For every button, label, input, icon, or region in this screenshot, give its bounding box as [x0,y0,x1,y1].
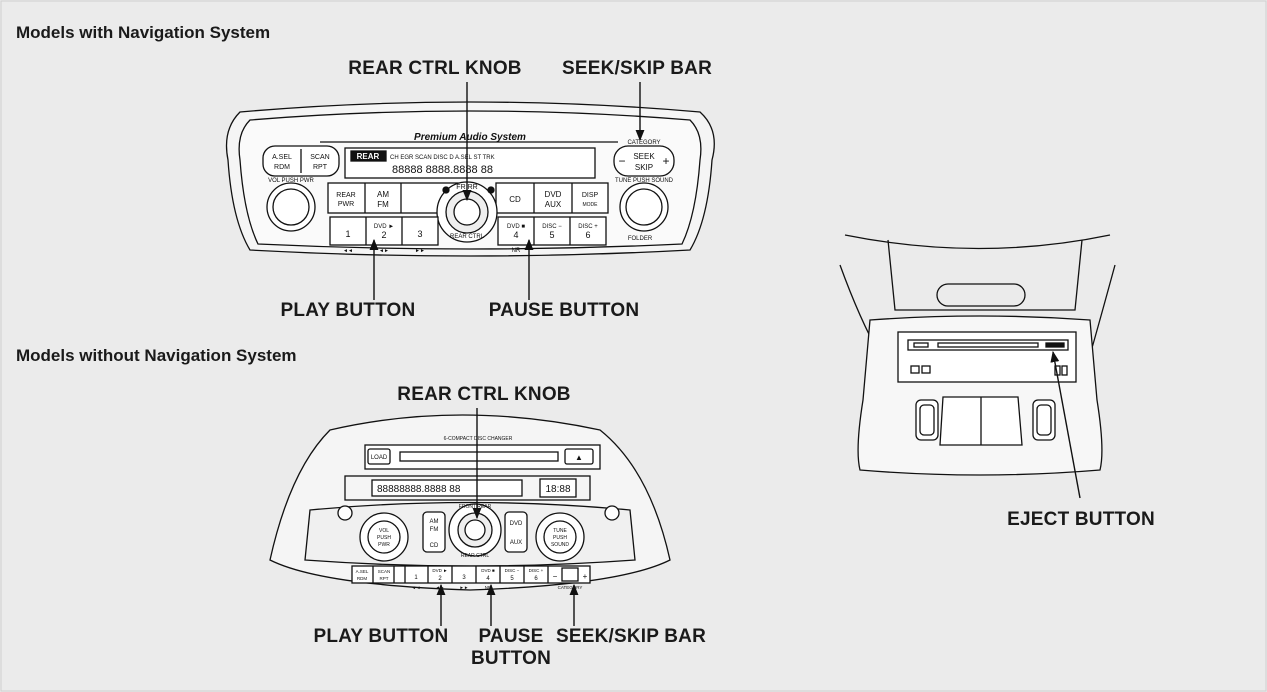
nav-knob-bottom: REAR CTRL [450,234,485,240]
nav-display-rear: REAR [357,152,380,161]
nav-vol-label: VOL PUSH PWR [268,178,314,184]
std-seek-plus: + [583,572,588,581]
nav-cd: CD [509,195,521,204]
callout-std-pause-line1: PAUSE [478,626,544,647]
std-preset-4-top: DVD ■ [481,568,495,573]
nav-folder: FOLDER [628,236,653,242]
nav-seek-line2: SKIP [635,163,653,172]
std-tune: TUNE [553,528,567,534]
std-rdm: RDM [357,576,367,581]
callout-nav-pause-button: PAUSE BUTTON [488,300,640,321]
nav-btn-scan: SCAN [310,154,329,161]
nav-rear-pwr-2: PWR [338,201,354,208]
std-clock: 18:88 [545,484,570,495]
nav-mode: MODE [583,202,599,208]
callout-std-rear-ctrl-knob: REAR CTRL KNOB [397,384,571,405]
std-play-sym: ◄► [436,585,445,590]
std-preset-2-top: DVD ► [432,568,447,573]
nav-preset-2: 2 [381,230,386,240]
nav-preset-5: 5 [549,230,554,240]
nav-dvd: DVD [545,190,562,199]
std-push: PUSH [377,535,391,541]
std-load: LOAD [371,455,388,461]
std-pwr: PWR [378,542,390,548]
nav-display-digits: 88888 8888.8888 88 [392,164,493,176]
std-preset-6: 6 [534,576,538,582]
nav-aux: AUX [545,200,562,209]
std-knob-top: FRONT REAR [459,504,492,510]
callout-nav-rear-ctrl-knob: REAR CTRL KNOB [348,58,522,79]
std-fm: FM [430,527,439,533]
nav-btn-asel: A.SEL [272,154,292,161]
callout-std-pause-line2: BUTTON [470,648,552,669]
std-ff: ►► [460,585,469,590]
nav-play-sym: ◄► [379,248,389,254]
nav-brand: Premium Audio System [414,132,526,143]
callout-eject-button: EJECT BUTTON [1007,509,1155,530]
nav-radio-unit [225,101,715,257]
std-preset-3: 3 [462,575,466,581]
std-vol: VOL [379,528,389,534]
callout-nav-play-button: PLAY BUTTON [280,300,416,321]
std-rpt: RPT [380,576,389,581]
nav-seek-line1: SEEK [633,152,655,161]
std-preset-4: 4 [486,576,490,582]
nav-preset-1: 1 [345,229,350,239]
std-asel: A.SEL [356,569,369,574]
nav-preset-6-top: DISC + [578,224,598,230]
nav-preset-3: 3 [417,229,422,239]
std-banner: 6-COMPACT DISC CHANGER [444,436,513,442]
std-scan: SCAN [378,569,391,574]
eject-arrow [1050,350,1081,499]
nav-disp: DISP [582,192,599,199]
callout-std-play-button: PLAY BUTTON [313,626,449,647]
heading-with-nav: Models with Navigation System [16,23,271,42]
std-category: CATEGORY [558,585,583,590]
heading-without-nav: Models without Navigation System [16,346,297,365]
std-cd: CD [430,543,439,549]
std-knob-bottom: REAR CTRL [461,553,490,559]
callout-std-pause-button: PAUSE BUTTON [471,626,551,670]
std-sound: SOUND [551,542,569,548]
std-dvd: DVD [510,521,523,527]
nav-preset-5-top: DISC − [542,224,562,230]
callout-nav-seek-skip-bar: SEEK/SKIP BAR [561,58,713,79]
nav-tune-label: TUNE PUSH SOUND [615,178,674,184]
std-seek-minus: − [553,572,558,581]
std-eject-sym: ▲ [575,453,583,462]
std-radio-unit [269,414,671,591]
std-preset-2: 2 [438,576,442,582]
nav-preset-4-top: DVD ■ [507,224,525,230]
std-preset-6-top: DISC + [529,568,544,573]
std-preset-5: 5 [510,576,514,582]
nav-preset-4: 4 [513,230,518,240]
nav-seek-plus: + [662,154,669,168]
std-am: AM [430,519,439,525]
nav-rear-pwr-1: REAR [336,192,355,199]
nav-nr: NR [512,248,521,254]
std-aux: AUX [510,540,522,546]
nav-fm: FM [377,200,389,209]
nav-display-modes: CH EGR SCAN DISC D A.SEL ST TRK [390,155,495,161]
callout-std-seek-skip-bar: SEEK/SKIP BAR [555,626,707,647]
std-digits: 88888888.8888 88 [377,484,461,495]
nav-preset-6: 6 [585,230,590,240]
std-preset-1: 1 [414,575,418,581]
nav-rew: ◄◄ [343,248,353,254]
std-preset-5-top: DISC − [505,568,520,573]
std-rew: ◄◄ [412,585,421,590]
nav-am: AM [377,190,389,199]
nav-btn-rdm: RDM [274,164,290,171]
nav-ff: ►► [415,248,425,254]
nav-category-label: CATEGORY [627,140,660,146]
nav-seek-minus: − [618,154,625,168]
nav-preset-2-top: DVD ► [374,224,394,230]
console-illustration [839,234,1116,476]
std-push-2: PUSH [553,535,567,541]
nav-btn-rpt: RPT [313,164,328,171]
